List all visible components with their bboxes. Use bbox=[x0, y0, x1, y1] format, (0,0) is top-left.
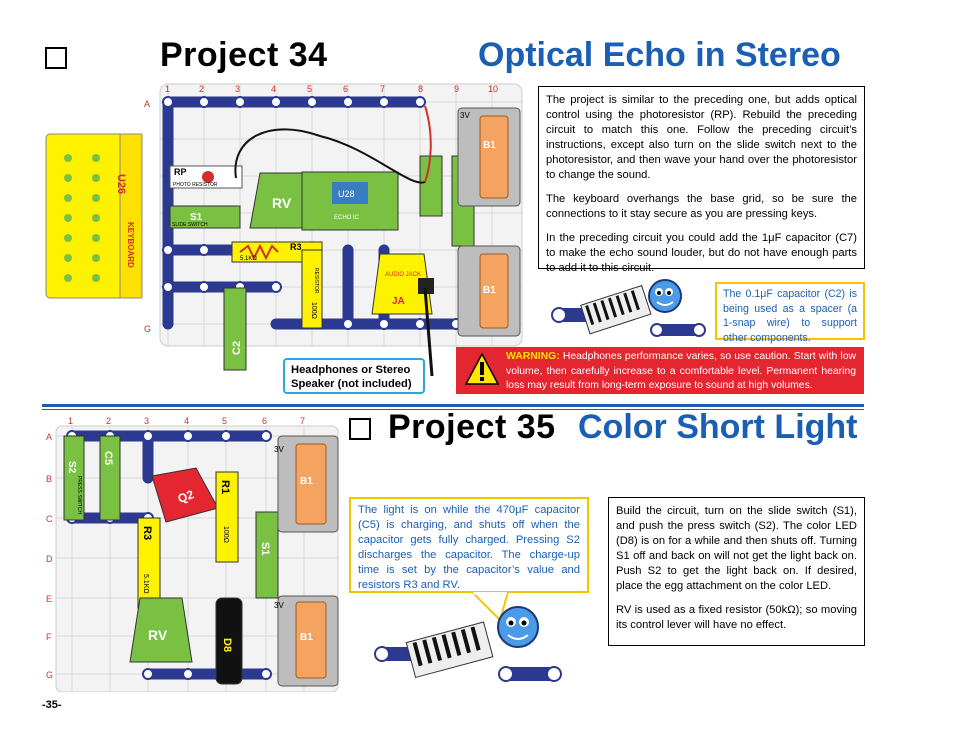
battery-top-label: B1 bbox=[483, 140, 496, 151]
s1-35-label: S1 bbox=[259, 542, 271, 555]
audio-jack bbox=[371, 253, 433, 315]
resistor-r2 bbox=[301, 249, 323, 329]
grid35-col-1: 1 bbox=[68, 416, 73, 426]
r3-35-value: 5.1KΩ bbox=[142, 574, 149, 594]
grid35-row-d: D bbox=[46, 554, 53, 564]
project35-callout: The light is on while the 470μF capacito… bbox=[349, 497, 589, 593]
mascot-keyboard-34 bbox=[551, 279, 706, 337]
grid-col-8: 8 bbox=[418, 84, 423, 94]
rv-35-label: RV bbox=[148, 627, 168, 643]
project34-paragraph-2: The keyboard overhangs the base grid, so… bbox=[546, 193, 857, 220]
project35-circuit: 1 2 3 4 5 6 7 A B C D E F G S2 PRESS SWI… bbox=[46, 416, 339, 692]
r1-label: R1 bbox=[219, 480, 231, 494]
audio-jack-label: AUDIO JACK bbox=[385, 272, 421, 278]
grid-col-7: 7 bbox=[380, 84, 385, 94]
project35-description: Build the circuit, turn on the slide swi… bbox=[608, 497, 865, 646]
battery35-top-label: B1 bbox=[300, 476, 313, 487]
slide-switch-s1 bbox=[169, 205, 241, 229]
grid35-row-b: B bbox=[46, 474, 52, 484]
keyboard-label: KEYBOARD bbox=[126, 222, 135, 268]
u28-label: U28 bbox=[338, 189, 355, 199]
grid35-row-a: A bbox=[46, 432, 52, 442]
project34-paragraph-3: In the preceding circuit you could add t… bbox=[546, 232, 857, 274]
r3-value: 5.1KΩ bbox=[240, 256, 257, 262]
section-divider-thin bbox=[42, 409, 864, 410]
project35-title: Color Short Light bbox=[578, 408, 858, 446]
grid-col-3: 3 bbox=[235, 84, 240, 94]
grid-col-5: 5 bbox=[307, 84, 312, 94]
project34-label: Project 34 bbox=[160, 36, 328, 74]
project35-paragraph-2: RV is used as a fixed resistor (50kΩ); s… bbox=[616, 604, 857, 631]
page-number: -35- bbox=[42, 699, 62, 711]
battery-top-voltage: 3V bbox=[460, 111, 470, 120]
battery35-bottom-voltage: 3V bbox=[274, 601, 284, 610]
grid35-col-2: 2 bbox=[106, 416, 111, 426]
rp-label: RP bbox=[174, 167, 187, 177]
section-divider bbox=[42, 404, 864, 407]
resistor-r1 bbox=[215, 471, 239, 563]
project35-checkbox[interactable] bbox=[349, 418, 371, 440]
grid-col-9: 9 bbox=[454, 84, 459, 94]
c2-label: C2 bbox=[231, 341, 243, 355]
r3-35-label: R3 bbox=[141, 526, 153, 540]
warning-box: WARNING: Headphones performance varies, … bbox=[456, 347, 864, 394]
echo-ic-label: ECHO IC bbox=[334, 215, 360, 221]
grid35-col-6: 6 bbox=[262, 416, 267, 426]
color-led-d8 bbox=[215, 597, 243, 685]
capacitor-c5 bbox=[99, 435, 121, 521]
base-grid-35 bbox=[55, 425, 339, 692]
grid35-row-e: E bbox=[46, 594, 52, 604]
rv-label: RV bbox=[272, 195, 292, 211]
project35-paragraph-1: Build the circuit, turn on the slide swi… bbox=[616, 505, 857, 592]
callout-pointer bbox=[470, 592, 510, 622]
capacitor-c2 bbox=[223, 287, 247, 371]
slide-switch-label: SLIDE SWITCH bbox=[172, 222, 208, 228]
d8-label: D8 bbox=[221, 638, 233, 652]
r3-label: R3 bbox=[290, 242, 302, 252]
jack-label: JA bbox=[392, 296, 405, 307]
grid35-row-c: C bbox=[46, 514, 53, 524]
s2-label: S2 bbox=[66, 461, 77, 474]
mascot-keyboard-35 bbox=[374, 606, 562, 682]
grid-col-6: 6 bbox=[343, 84, 348, 94]
battery-bottom-label: B1 bbox=[483, 285, 496, 296]
keyboard-u26: U26 bbox=[115, 174, 127, 194]
warning-label: WARNING: bbox=[506, 351, 560, 362]
headphones-label: Headphones or Stereo Speaker (not includ… bbox=[283, 358, 425, 394]
q2-label: Q2 bbox=[176, 487, 196, 506]
project34-paragraph-1: The project is similar to the preceding … bbox=[546, 94, 857, 181]
project34-title: Optical Echo in Stereo bbox=[478, 36, 841, 74]
grid35-col-7: 7 bbox=[300, 416, 305, 426]
warning-text: Headphones performance varies, so use ca… bbox=[506, 351, 857, 391]
resistor-label: RESISTOR bbox=[313, 268, 319, 294]
project34-circuit: 1 2 3 4 5 6 7 8 9 10 A G U26 KEYBOARD RP… bbox=[45, 83, 523, 377]
rv-35 bbox=[129, 597, 193, 663]
capacitor-note: The 0.1μF capacitor (C2) is being used a… bbox=[715, 282, 865, 344]
r1-value: 100Ω bbox=[222, 526, 229, 543]
grid-row-g: G bbox=[144, 324, 151, 334]
s1-label: S1 bbox=[190, 212, 203, 223]
grid35-row-f: F bbox=[46, 632, 52, 642]
c5-label: C5 bbox=[102, 451, 114, 465]
press-switch-s2 bbox=[63, 435, 85, 521]
grid35-row-g: G bbox=[46, 670, 53, 680]
press-switch-label: PRESS SWITCH bbox=[76, 476, 82, 514]
project34-checkbox[interactable] bbox=[45, 47, 67, 69]
photoresistor-label: PHOTO RESISTOR bbox=[173, 182, 218, 188]
r2-value: 100Ω bbox=[310, 302, 317, 319]
grid-col-2: 2 bbox=[199, 84, 204, 94]
project35-label: Project 35 bbox=[388, 408, 556, 446]
grid-col-4: 4 bbox=[271, 84, 276, 94]
project34-description: The project is similar to the preceding … bbox=[538, 86, 865, 274]
battery35-top-voltage: 3V bbox=[274, 445, 284, 454]
battery35-bottom-label: B1 bbox=[300, 632, 313, 643]
grid-col-1: 1 bbox=[165, 84, 170, 94]
warning-icon bbox=[464, 352, 500, 385]
slide-switch-s1-35 bbox=[255, 511, 279, 599]
grid35-col-3: 3 bbox=[144, 416, 149, 426]
grid35-col-5: 5 bbox=[222, 416, 227, 426]
grid-col-10: 10 bbox=[488, 84, 498, 94]
grid-row-a: A bbox=[144, 99, 150, 109]
grid35-col-4: 4 bbox=[184, 416, 189, 426]
